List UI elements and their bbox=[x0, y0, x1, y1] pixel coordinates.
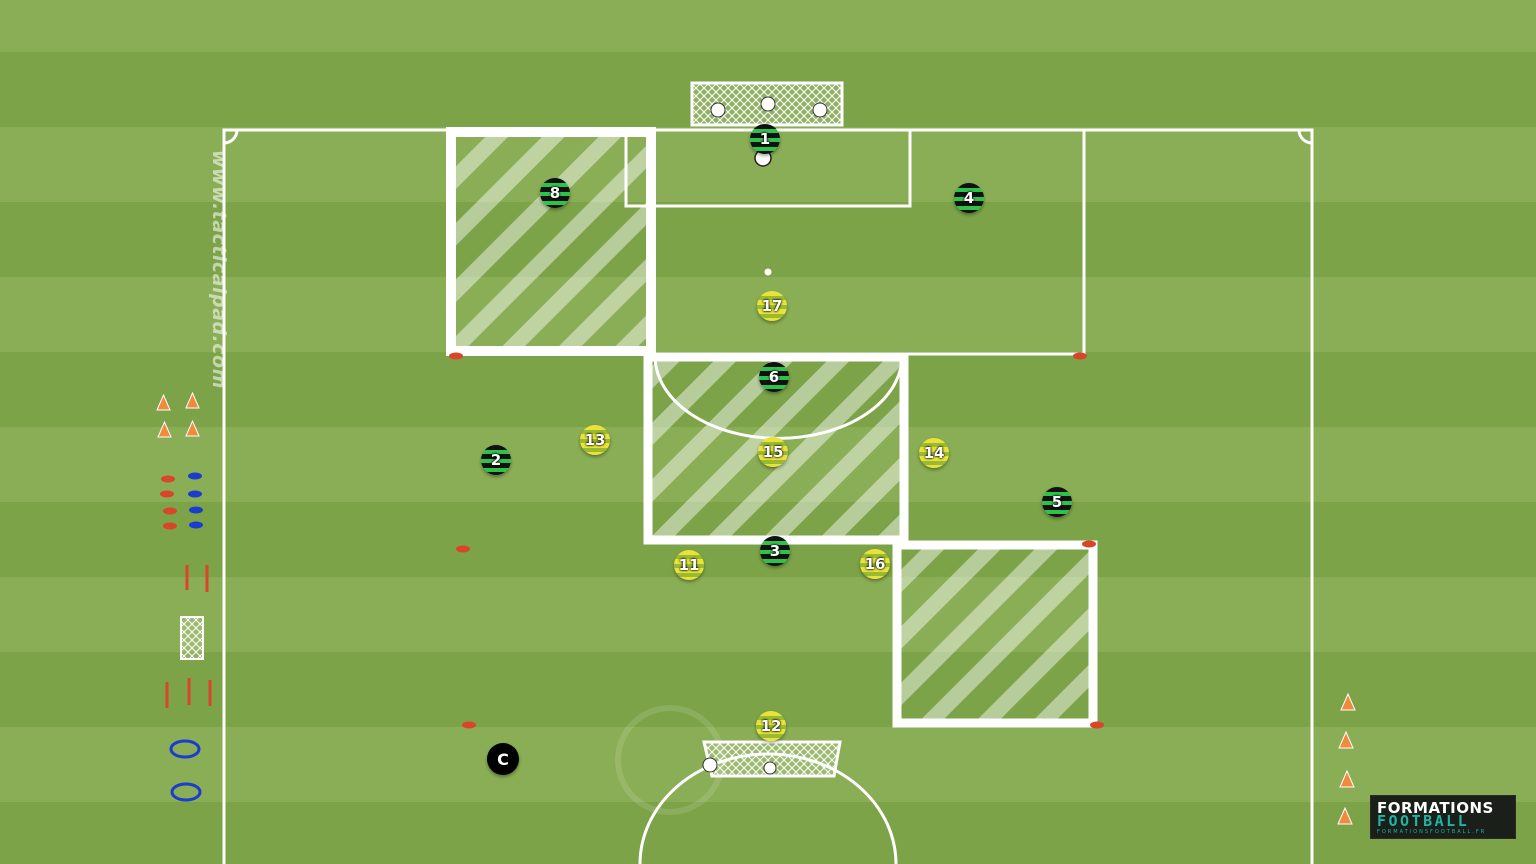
brand-logo: FORMATIONS FOOTBALL FORMATIONSFOOTBALL.F… bbox=[1370, 795, 1516, 839]
penalty-spot bbox=[764, 268, 772, 276]
player-2[interactable]: 2 bbox=[481, 445, 511, 475]
watermark-text: www.tacticalpad.com bbox=[208, 150, 230, 389]
player-8[interactable]: 8 bbox=[540, 178, 570, 208]
player-6[interactable]: 6 bbox=[759, 362, 789, 392]
zone-bottom-right bbox=[892, 540, 1098, 728]
brand-line-3: FORMATIONSFOOTBALL.FR bbox=[1377, 829, 1487, 835]
player-16[interactable]: 16 bbox=[860, 549, 890, 579]
top-goal bbox=[690, 81, 844, 127]
zone-top-left bbox=[446, 127, 656, 356]
cone-icon-group-left bbox=[156, 391, 200, 438]
pole-icon-triple bbox=[165, 678, 212, 708]
mini-goal-icon bbox=[180, 616, 204, 660]
disc-markers-icon bbox=[160, 472, 203, 530]
player-1[interactable]: 1 bbox=[750, 124, 780, 154]
player-13[interactable]: 13 bbox=[580, 425, 610, 455]
bottom-goal bbox=[702, 740, 842, 778]
coach-marker[interactable]: C bbox=[487, 743, 519, 775]
player-12[interactable]: 12 bbox=[756, 711, 786, 741]
player-15[interactable]: 15 bbox=[758, 437, 788, 467]
pole-icon-pair bbox=[185, 565, 209, 592]
flat-markers bbox=[449, 352, 1104, 729]
player-11[interactable]: 11 bbox=[674, 550, 704, 580]
player-4[interactable]: 4 bbox=[954, 183, 984, 213]
brand-line-2: FOOTBALL bbox=[1377, 812, 1470, 830]
ring-icons bbox=[169, 739, 202, 802]
player-14[interactable]: 14 bbox=[919, 438, 949, 468]
player-3[interactable]: 3 bbox=[760, 536, 790, 566]
player-5[interactable]: 5 bbox=[1042, 487, 1072, 517]
brand-line-1: FORMATIONS bbox=[1377, 799, 1494, 817]
cone-icon-group-right bbox=[1337, 692, 1356, 825]
player-17[interactable]: 17 bbox=[757, 291, 787, 321]
